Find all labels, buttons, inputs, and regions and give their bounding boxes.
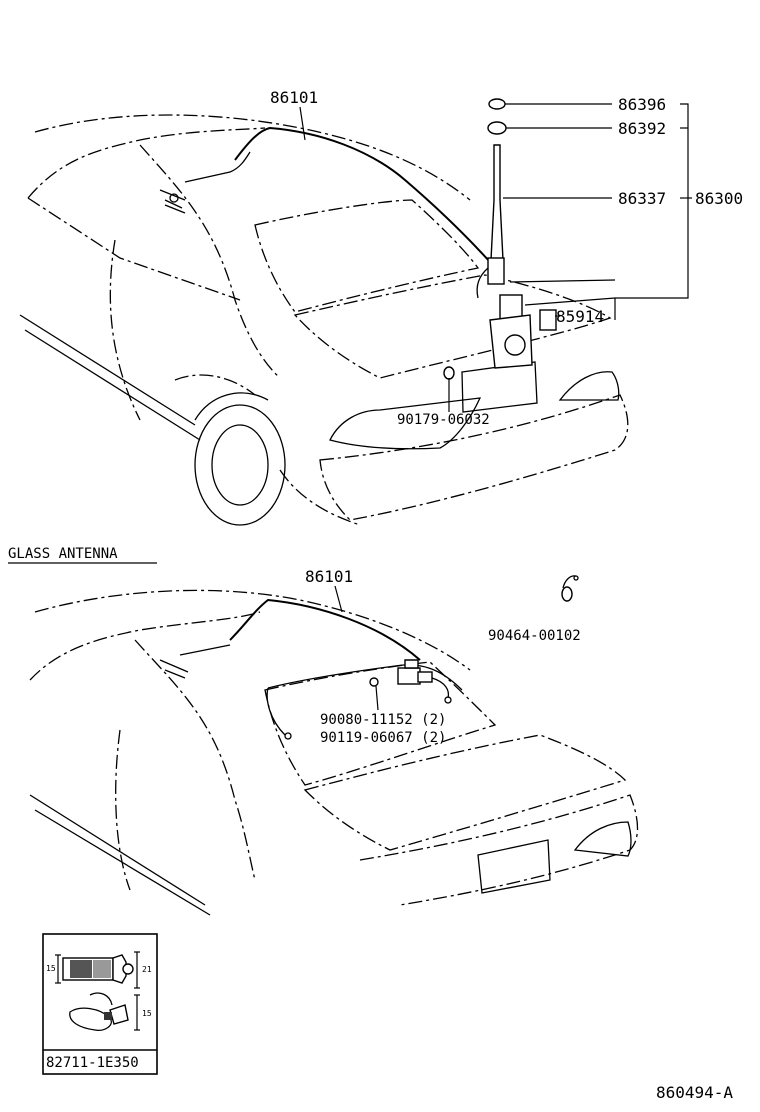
- part-number-86101-top: 86101: [270, 88, 318, 107]
- part-number-82711-1e350: 82711-1E350: [46, 1055, 139, 1071]
- part-number-90080-11152: 90080-11152 (2): [320, 712, 446, 728]
- part-number-85914: 85914: [556, 307, 604, 326]
- upper-leader-lines: [299, 103, 692, 412]
- glass-antenna-parts: [369, 575, 579, 704]
- antenna-nut-part: [488, 98, 506, 110]
- antenna-bezel-part: [487, 121, 507, 135]
- part-number-86396: 86396: [618, 95, 666, 114]
- part-number-90179-06032: 90179-06032: [397, 412, 490, 428]
- part-number-90464-00102: 90464-00102: [488, 628, 581, 644]
- grommet-part: [443, 366, 455, 380]
- diagram-code: 860494-A: [656, 1083, 733, 1102]
- part-number-90119-06067: 90119-06067 (2): [320, 730, 446, 746]
- dimension-21: 21: [142, 965, 152, 974]
- part-number-86337: 86337: [618, 189, 666, 208]
- power-antenna-parts: [443, 98, 557, 380]
- lower-leader-lines: [334, 585, 379, 711]
- part-number-86101-bottom: 86101: [305, 567, 353, 586]
- screw-part: [369, 677, 379, 687]
- lower-car-drawing: [29, 589, 639, 916]
- dimension-15-lower: 15: [142, 1009, 152, 1018]
- clip-inset: [42, 933, 158, 1075]
- section-title-glass-antenna: GLASS ANTENNA: [8, 546, 118, 562]
- antenna-relay-part: [539, 309, 557, 331]
- upper-car-drawing: [19, 114, 629, 526]
- antenna-mast-part: [490, 144, 504, 261]
- amplifier-part: [397, 667, 421, 685]
- part-number-86392: 86392: [618, 119, 666, 138]
- noise-filter-part: [561, 586, 573, 602]
- antenna-tube-part: [487, 257, 505, 285]
- part-number-86300: 86300: [695, 189, 743, 208]
- dimension-15-upper: 15: [46, 964, 56, 973]
